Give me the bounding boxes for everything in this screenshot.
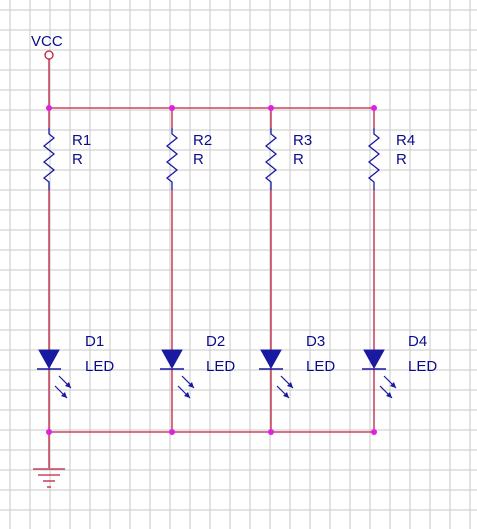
r4-value-label: R	[396, 151, 407, 168]
r1-ref-label: R1	[72, 132, 91, 149]
junctions	[46, 105, 377, 435]
resistor-r3-icon	[264, 128, 278, 190]
d3-ref-label: D3	[306, 333, 325, 350]
r4-ref-label: R4	[396, 132, 415, 149]
arrow-head	[390, 382, 396, 388]
d3-value-label: LED	[306, 358, 335, 375]
led-d3-emission-arrow-icon	[276, 385, 290, 399]
arrow-head	[188, 382, 194, 388]
resistor-r2-icon	[165, 128, 179, 190]
junction-dot	[371, 429, 377, 435]
junction-dot	[268, 105, 274, 111]
d2-value-label: LED	[206, 358, 235, 375]
resistor-r1-icon	[42, 128, 56, 190]
r1-value-label: R	[72, 151, 83, 168]
junction-dot	[371, 105, 377, 111]
power-terminal-circle-icon	[44, 50, 54, 60]
led-d1-emission-arrow-icon	[54, 385, 68, 399]
r3-ref-label: R3	[293, 132, 312, 149]
wires	[48, 59, 375, 468]
led-d2-emission-arrow-icon	[177, 385, 191, 399]
junction-dot	[268, 429, 274, 435]
junction-dot	[169, 105, 175, 111]
ground-symbol-icon	[33, 468, 65, 488]
led-d1-emission-arrow-icon	[58, 375, 72, 389]
arrow-head	[65, 382, 71, 388]
led-d3-emission-arrow-icon	[280, 375, 294, 389]
labels: VCC R1 R R2 R R3 R R4 R D1 LED D2 LED D3…	[31, 33, 437, 375]
junction-dot	[169, 429, 175, 435]
led-d4-icon	[363, 349, 385, 370]
junction-dot	[46, 105, 52, 111]
arrow-head	[283, 392, 289, 398]
arrow-head	[61, 392, 67, 398]
arrow-head	[184, 392, 190, 398]
d4-ref-label: D4	[408, 333, 427, 350]
d2-ref-label: D2	[206, 333, 225, 350]
led-d1-icon	[38, 349, 60, 370]
arrow-head	[287, 382, 293, 388]
led-d2-emission-arrow-icon	[181, 375, 195, 389]
led-d4-emission-arrow-icon	[383, 375, 397, 389]
junction-dot	[46, 429, 52, 435]
arrow-head	[386, 392, 392, 398]
r2-value-label: R	[193, 151, 204, 168]
led-d2-icon	[161, 349, 183, 370]
d4-value-label: LED	[408, 358, 437, 375]
d1-ref-label: D1	[85, 333, 104, 350]
d1-value-label: LED	[85, 358, 114, 375]
vcc-label: VCC	[31, 33, 63, 50]
led-d3-icon	[260, 349, 282, 370]
r2-ref-label: R2	[193, 132, 212, 149]
resistor-r4-icon	[367, 128, 381, 190]
components	[33, 50, 397, 488]
r3-value-label: R	[293, 151, 304, 168]
led-d4-emission-arrow-icon	[379, 385, 393, 399]
